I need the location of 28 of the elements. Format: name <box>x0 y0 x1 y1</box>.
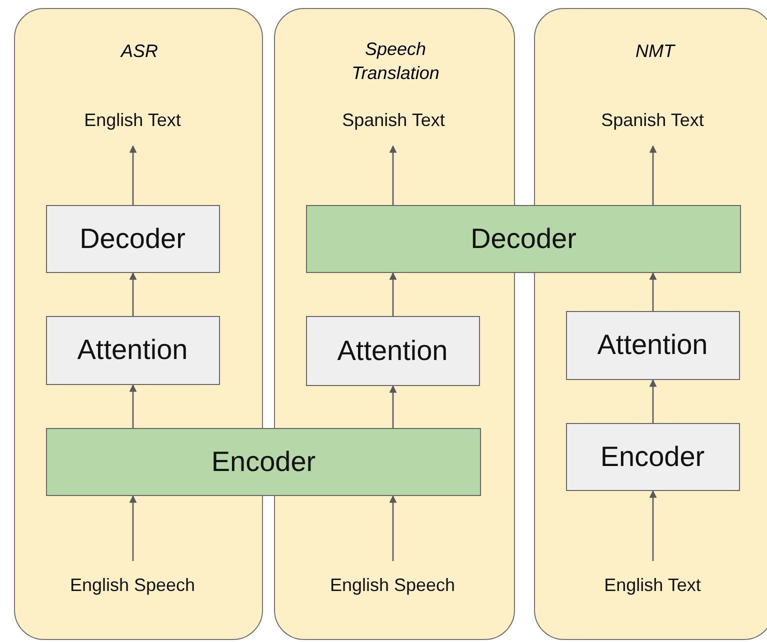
arrow <box>129 495 137 561</box>
module-box: Attention <box>46 316 220 384</box>
arrow <box>649 379 657 423</box>
arrow <box>649 272 657 311</box>
arrow <box>129 272 137 316</box>
arrow <box>129 384 137 428</box>
shared-module-box: Encoder <box>46 428 481 496</box>
panel-title: ASR <box>119 40 159 63</box>
arrow <box>389 495 397 561</box>
module-box: Attention <box>566 310 740 380</box>
text-label: Spanish Text <box>324 108 464 134</box>
panel-title: NMT <box>634 40 676 63</box>
shared-module-box: Decoder <box>306 205 741 273</box>
module-box: Decoder <box>46 204 220 272</box>
module-box: Attention <box>306 316 480 386</box>
module-box: Encoder <box>566 422 740 490</box>
text-label: English Speech <box>58 572 208 598</box>
arrow <box>649 490 657 561</box>
arrow <box>129 145 137 205</box>
text-label: Spanish Text <box>582 108 722 134</box>
text-label: English Text <box>62 108 202 134</box>
arrow <box>649 145 657 205</box>
text-label: English Text <box>582 572 722 598</box>
panel-title: Speech Translation <box>350 38 440 85</box>
arrow <box>389 385 397 428</box>
text-label: English Speech <box>318 572 468 598</box>
arrow <box>389 272 397 316</box>
arrow <box>389 145 397 205</box>
